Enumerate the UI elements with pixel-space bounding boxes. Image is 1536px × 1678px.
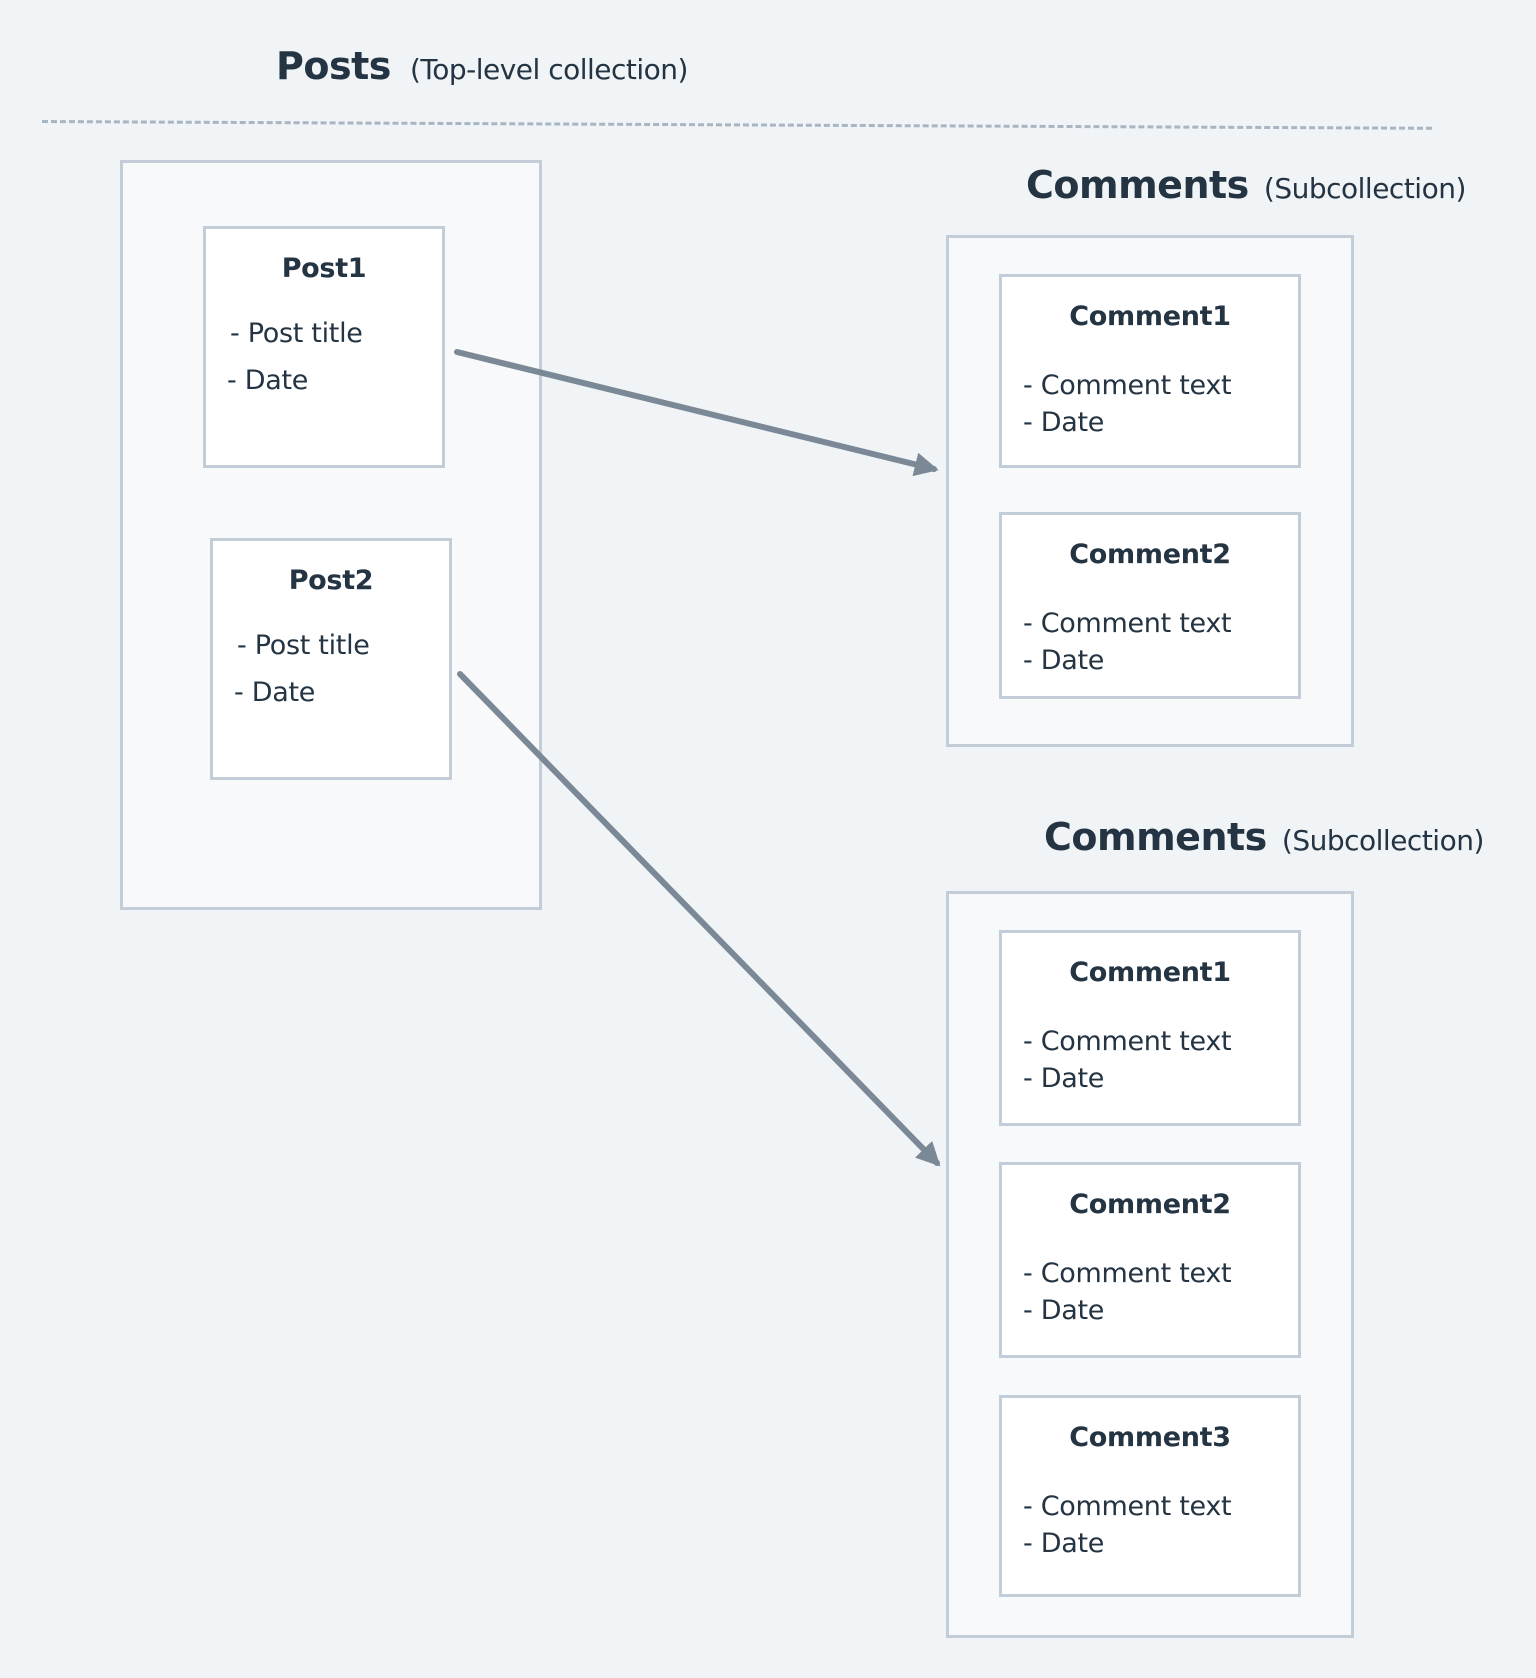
comment-field-date: - Date bbox=[1023, 1063, 1105, 1094]
comments-collection-2-title: Comments bbox=[1044, 815, 1267, 859]
posts-collection-subtitle: (Top-level collection) bbox=[409, 53, 689, 86]
comment-document-name: Comment2 bbox=[1069, 1189, 1231, 1220]
comments-collection-1-subtitle: (Subcollection) bbox=[1263, 172, 1466, 205]
section-divider bbox=[41, 120, 1432, 130]
comments-collection-2-heading: Comments (Subcollection) bbox=[1044, 815, 1484, 859]
comment-field-text: - Comment text bbox=[1023, 1491, 1232, 1522]
posts-collection-title: Posts bbox=[276, 44, 391, 88]
comment-document-1-2: Comment2 - Comment text - Date bbox=[999, 512, 1301, 699]
comment-document-name: Comment1 bbox=[1069, 957, 1231, 988]
comment-document-name: Comment2 bbox=[1069, 539, 1231, 570]
comment-field-date: - Date bbox=[1023, 1528, 1105, 1559]
comment-document-name: Comment1 bbox=[1069, 301, 1231, 332]
comment-document-1-1: Comment1 - Comment text - Date bbox=[999, 274, 1301, 468]
post-document-1-field-date: - Date bbox=[227, 365, 309, 396]
comment-document-2-3: Comment3 - Comment text - Date bbox=[999, 1395, 1301, 1597]
post-document-1-field-title: - Post title bbox=[230, 318, 363, 349]
comment-field-date: - Date bbox=[1023, 1295, 1105, 1326]
comment-field-date: - Date bbox=[1023, 407, 1105, 438]
posts-collection-heading: Posts (Top-level collection) bbox=[276, 44, 688, 88]
comment-field-text: - Comment text bbox=[1023, 608, 1232, 639]
comment-field-text: - Comment text bbox=[1023, 1026, 1232, 1057]
post-document-2: Post2 - Post title - Date bbox=[210, 538, 452, 780]
comment-field-date: - Date bbox=[1023, 645, 1105, 676]
post-document-2-field-title: - Post title bbox=[237, 630, 370, 661]
post-document-1-name: Post1 bbox=[281, 253, 367, 284]
comment-field-text: - Comment text bbox=[1023, 1258, 1232, 1289]
comment-field-text: - Comment text bbox=[1023, 370, 1232, 401]
comments-collection-1-title: Comments bbox=[1026, 163, 1249, 207]
comment-document-2-1: Comment1 - Comment text - Date bbox=[999, 930, 1301, 1126]
comment-document-2-2: Comment2 - Comment text - Date bbox=[999, 1162, 1301, 1358]
comments-collection-2-subtitle: (Subcollection) bbox=[1281, 824, 1484, 857]
comment-document-name: Comment3 bbox=[1069, 1422, 1231, 1453]
comments-collection-1-heading: Comments (Subcollection) bbox=[1026, 163, 1466, 207]
post-document-2-name: Post2 bbox=[288, 565, 374, 596]
post-document-2-field-date: - Date bbox=[234, 677, 316, 708]
post-document-1: Post1 - Post title - Date bbox=[203, 226, 445, 468]
